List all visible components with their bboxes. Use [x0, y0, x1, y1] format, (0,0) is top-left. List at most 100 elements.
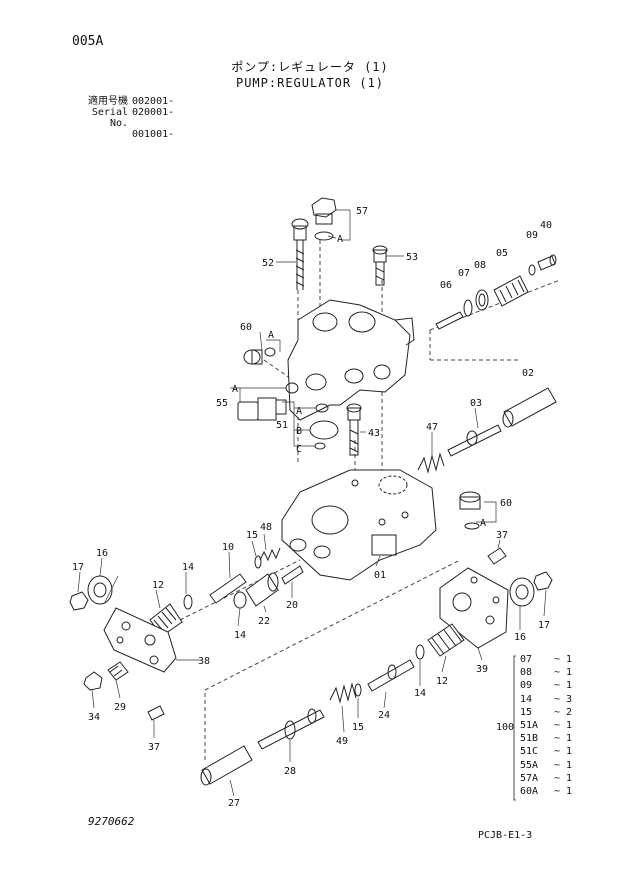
callout-labels: 57 A 52 53 40 09 05 08 07 06 60 A 55 A 0… [72, 206, 552, 809]
kit-bracket [513, 655, 516, 801]
kit-item: 51B ~ 1 [520, 732, 572, 745]
part-15-ring-lower [354, 683, 362, 697]
callout-05: 05 [496, 248, 508, 259]
kit-qty: ~ 3 [554, 693, 573, 705]
serial-value: 020001- [132, 107, 175, 118]
part-28-spool [257, 708, 325, 750]
part-55-sensor [237, 382, 299, 421]
callout-12-right: 12 [436, 676, 448, 687]
callout-51-b: B [296, 426, 302, 437]
page-title-japanese: ポンプ:レギュレータ (1) [231, 60, 389, 74]
part-47-spring [417, 452, 445, 474]
kit-qty: ~ 2 [554, 706, 573, 718]
kit-part: 57A [520, 772, 539, 784]
drawing-number: 9270662 [88, 815, 135, 828]
part-39-cover [439, 567, 509, 649]
callout-47: 47 [426, 422, 438, 433]
part-06-pin [435, 311, 464, 330]
callout-60-lower: 60 [500, 498, 512, 509]
kit-qty: ~ 1 [554, 720, 573, 732]
kit-qty: ~ 1 [554, 667, 573, 679]
callout-53: 53 [406, 252, 418, 263]
kit-qty: ~ 1 [554, 654, 573, 665]
part-12-adjuster-right [427, 623, 465, 657]
kit-part: 51B [520, 733, 539, 745]
part-24-piston [367, 659, 415, 692]
callout-10: 10 [222, 542, 234, 553]
part-43-bolt [346, 403, 362, 456]
callout-38: 38 [198, 656, 210, 667]
kit-part: 55A [520, 759, 539, 771]
kit-part: 07 [520, 654, 533, 665]
part-37-bolt-right [487, 547, 507, 565]
kit-item: 09 ~ 1 [520, 679, 572, 692]
part-09-ring [528, 264, 536, 276]
part-53-bolt [372, 245, 388, 286]
callout-60-lower-a: A [480, 518, 486, 529]
part-40-plug [537, 254, 557, 271]
callout-14-mid: 14 [234, 630, 246, 641]
callout-40: 40 [540, 220, 552, 231]
kit-qty: ~ 1 [554, 772, 573, 784]
kit-item: 51A~ 1 [520, 719, 572, 732]
kit-qty: ~ 1 [554, 786, 573, 798]
kit-contents-list: 07 ~ 1 08 ~ 1 09 ~ 1 14 ~ 3 15~ 2 51A~ 1 51B… [520, 653, 572, 798]
callout-48: 48 [260, 522, 272, 533]
kit-qty: ~ 1 [554, 759, 573, 771]
part-16-nut [87, 575, 113, 605]
callout-57: 57 [356, 206, 368, 217]
kit-part: 09 [520, 680, 533, 692]
kit-part: 14 [520, 693, 533, 705]
kit-item: 55A ~ 1 [520, 759, 572, 772]
kit-qty: ~ 1 [554, 680, 573, 692]
part-60-plug [243, 347, 276, 365]
callout-14: 14 [182, 562, 194, 573]
callout-02: 02 [522, 368, 534, 379]
callout-34: 34 [88, 712, 100, 723]
callout-29: 29 [114, 702, 126, 713]
part-07-ring [463, 299, 473, 317]
part-14-ring-left [183, 594, 193, 610]
kit-qty: ~ 1 [554, 733, 573, 745]
callout-27: 27 [228, 798, 240, 809]
callout-08: 08 [474, 260, 486, 271]
callout-43: 43 [368, 428, 380, 439]
kit-part: 60A [520, 786, 539, 798]
kit-item: 08 ~ 1 [520, 666, 572, 679]
callout-01: 01 [374, 570, 386, 581]
callout-09: 09 [526, 230, 538, 241]
callout-60-a: A [268, 330, 274, 341]
kit-part: 08 [520, 667, 533, 679]
kit-item: 15~ 2 [520, 706, 572, 719]
callout-16: 16 [96, 548, 108, 559]
page-code: 005A [72, 34, 104, 49]
callout-17: 17 [72, 562, 84, 573]
part-37-bolt [147, 705, 165, 721]
callout-51-c: C [296, 444, 302, 455]
part-48-spring [259, 547, 281, 562]
part-20-pin [281, 565, 304, 585]
callout-55-a: A [232, 384, 238, 395]
callout-24: 24 [378, 710, 390, 721]
callout-51-a: A [296, 406, 302, 417]
part-52-bolt [291, 218, 309, 290]
callout-16-right: 16 [514, 632, 526, 643]
upper-housing [287, 299, 415, 421]
part-02-sleeve [502, 387, 557, 428]
callout-39: 39 [476, 664, 488, 675]
part-17-nut [69, 591, 89, 611]
callout-52: 52 [262, 258, 274, 269]
part-10-piston [209, 573, 247, 604]
callout-55: 55 [216, 398, 228, 409]
serial-value: 002001- [132, 96, 175, 107]
callout-49: 49 [336, 736, 348, 747]
part-16-nut-right [509, 577, 535, 607]
part-38-cover [103, 607, 177, 673]
callout-15-lower: 15 [352, 722, 364, 733]
kit-item: 51C~ 1 [520, 745, 572, 758]
callout-07: 07 [458, 268, 470, 279]
callout-20: 20 [286, 600, 298, 611]
callout-37-lower: 37 [148, 742, 160, 753]
